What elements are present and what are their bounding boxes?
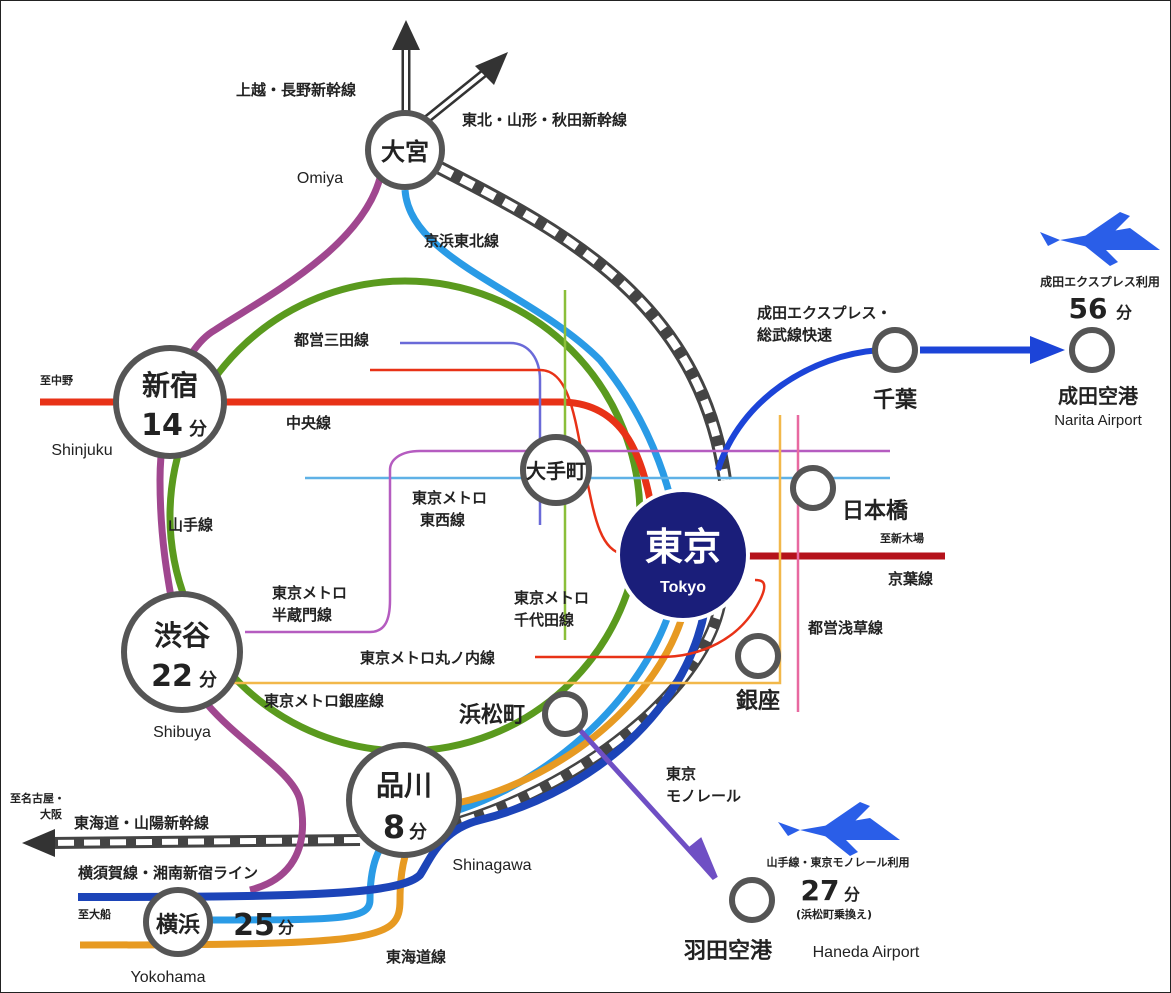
- narita-note: 成田エクスプレス利用: [1040, 274, 1160, 289]
- label-to-ofuna: 至大船: [78, 907, 111, 921]
- shinjuku-ja: 新宿: [142, 369, 198, 402]
- yokohama-time: 25: [233, 908, 275, 943]
- narita-time: 56: [1069, 292, 1108, 325]
- ginza-line: [232, 415, 782, 685]
- tokyo-ja: 東京: [645, 525, 721, 569]
- joetsu-shinkansen-line: [392, 20, 420, 115]
- shinagawa-time: 8: [383, 808, 405, 846]
- label-marunouchi: 東京メトロ丸ノ内線: [360, 649, 495, 667]
- label-keiyo: 京葉線: [888, 570, 933, 588]
- station-yokohama[interactable]: [143, 887, 213, 957]
- haneda-unit: 分: [844, 885, 860, 904]
- label-hanzomon-1: 東京メトロ: [272, 584, 347, 602]
- arrow-southeast-icon: [685, 837, 718, 880]
- yokohama-unit: 分: [278, 918, 294, 937]
- label-chiyoda-1: 東京メトロ: [514, 589, 589, 607]
- station-narita[interactable]: [1069, 327, 1115, 373]
- hamamatsucho-ja: 浜松町: [459, 703, 525, 728]
- station-haneda[interactable]: [729, 877, 775, 923]
- monorail-line: [578, 728, 702, 864]
- nihonbashi-ja: 日本橋: [842, 499, 909, 524]
- label-monorail-2: モノレール: [666, 787, 741, 805]
- haneda-time: 27: [801, 874, 840, 907]
- label-tokaido: 東海道線: [386, 948, 446, 966]
- station-hamamatsucho[interactable]: [542, 691, 588, 737]
- shinagawa-en: Shinagawa: [452, 857, 531, 874]
- station-tokyo[interactable]: [616, 488, 750, 622]
- label-to-nagoya-2: 大阪: [40, 807, 63, 821]
- shinjuku-time: 14: [141, 408, 183, 443]
- airplane-icon-narita: [1040, 212, 1160, 266]
- arrow-north-icon: [392, 20, 420, 50]
- label-chiyoda-2: 千代田線: [514, 611, 574, 629]
- narita-en: Narita Airport: [1054, 412, 1142, 429]
- shibuya-time: 22: [151, 659, 193, 694]
- chiba-ja: 千葉: [873, 388, 918, 413]
- label-chuo: 中央線: [286, 414, 331, 432]
- label-tokaido-sanyo: 東海道・山陽新幹線: [74, 814, 209, 832]
- shinagawa-unit: 分: [409, 822, 427, 843]
- haneda-sub: (浜松町乗換え): [796, 907, 872, 921]
- label-narita-express: 成田エクスプレス・: [757, 304, 892, 322]
- label-sobu: 総武線快速: [757, 326, 832, 344]
- label-hanzomon-2: 半蔵門線: [272, 606, 332, 624]
- tohoku-shinkansen-track: [436, 161, 732, 481]
- label-yamanote: 山手線: [168, 516, 213, 534]
- shinjuku-unit: 分: [189, 419, 207, 440]
- shibuya-ja: 渋谷: [154, 619, 211, 652]
- label-mita: 都営三田線: [293, 331, 369, 349]
- airplane-icon-haneda: [778, 802, 900, 856]
- tokaido-shinkansen-track: [49, 834, 361, 849]
- marunouchi-line: [535, 578, 766, 659]
- yokohama-en: Yokohama: [130, 969, 205, 986]
- mita-line: [400, 341, 542, 525]
- arrow-west-icon: [22, 829, 55, 857]
- tokyo-en: Tokyo: [660, 579, 706, 596]
- station-shibuya[interactable]: [121, 591, 243, 713]
- label-tohoku: 東北・山形・秋田新幹線: [462, 111, 627, 129]
- station-otemachi[interactable]: [520, 434, 592, 506]
- haneda-ja: 羽田空港: [684, 938, 773, 964]
- omiya-en: Omiya: [297, 170, 343, 187]
- shinagawa-ja: 品川: [376, 769, 432, 802]
- label-tozai-2: 東西線: [420, 511, 465, 529]
- yamanote-line: [166, 277, 644, 755]
- chuo-line: [40, 398, 654, 501]
- station-shinagawa[interactable]: [346, 742, 462, 858]
- haneda-en: Haneda Airport: [813, 944, 920, 961]
- saikyo-line: [156, 177, 384, 894]
- label-to-nagoya-1: 至名古屋・: [10, 791, 65, 805]
- shibuya-en: Shibuya: [153, 724, 211, 741]
- label-asakusa: 都営浅草線: [807, 619, 883, 637]
- shinjuku-en: Shinjuku: [51, 442, 112, 459]
- label-tozai-1: 東京メトロ: [412, 489, 487, 507]
- shibuya-unit: 分: [199, 670, 217, 691]
- keihin-tohoku-line: [199, 189, 684, 924]
- omiya-ja: 大宮: [381, 138, 429, 166]
- narita-ja: 成田空港: [1058, 384, 1139, 408]
- label-ginza-line: 東京メトロ銀座線: [264, 692, 384, 710]
- otemachi-ja: 大手町: [526, 459, 586, 483]
- hanzomon-line: [245, 449, 890, 634]
- station-shinjuku[interactable]: [113, 345, 227, 459]
- label-joetsu: 上越・長野新幹線: [236, 81, 356, 99]
- narita-express-line: [715, 347, 881, 471]
- station-omiya[interactable]: [365, 110, 445, 190]
- yokohama-ja: 横浜: [156, 913, 200, 938]
- arrow-northeast-icon: [475, 52, 508, 85]
- haneda-note: 山手線・東京モノレール利用: [767, 855, 910, 869]
- label-yokosuka-shonan: 横須賀線・湘南新宿ライン: [78, 864, 258, 882]
- ginza-ja: 銀座: [736, 688, 780, 714]
- label-to-nakano: 至中野: [40, 373, 73, 387]
- label-to-shinkiba: 至新木場: [880, 531, 924, 545]
- station-chiba[interactable]: [872, 327, 918, 373]
- label-keihin-tohoku: 京浜東北線: [424, 232, 499, 250]
- arrow-east-icon: [1030, 336, 1065, 364]
- label-monorail-1: 東京: [666, 765, 696, 783]
- tohoku-shinkansen-line: [423, 52, 508, 124]
- station-nihonbashi[interactable]: [790, 465, 836, 511]
- narita-unit: 分: [1116, 303, 1132, 322]
- station-ginza[interactable]: [735, 633, 781, 679]
